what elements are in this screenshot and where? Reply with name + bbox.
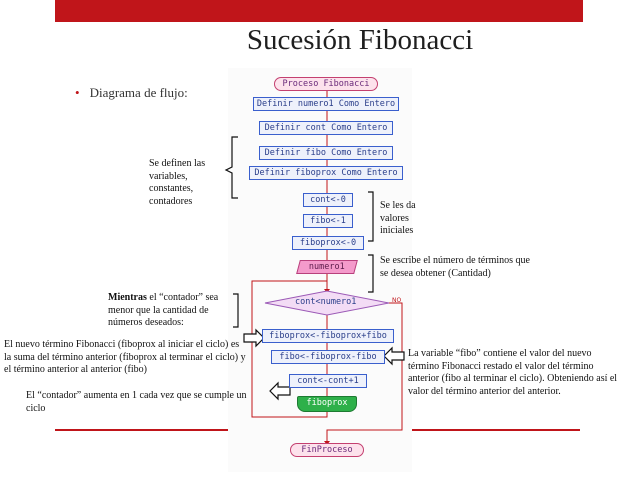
annotation-while: Mientras el “contador” sea menor que la … [108, 292, 234, 330]
annotation-while-keyword: Mientras [108, 292, 147, 303]
read-input-label: numero1 [308, 262, 345, 272]
top-accent-bar [55, 0, 583, 22]
assign-cont-box: cont<-0 [303, 193, 353, 207]
define-cont-box: Definir cont Como Entero [259, 121, 393, 135]
assign-fiboprox-box: fiboprox<-0 [292, 236, 364, 250]
subtract-step-box: fibo<-fiboprox-fibo [271, 350, 385, 364]
annotation-new-term: El nuevo término Fibonacci (fiboprox al … [4, 339, 246, 375]
bullet-dot-icon: • [75, 85, 80, 100]
define-fiboprox-box: Definir fiboprox Como Entero [249, 166, 403, 180]
annotation-fibo-variable: La variable “fibo” contiene el valor del… [408, 348, 618, 397]
bottom-divider-right [412, 429, 580, 431]
decision-label: cont<numero1 [295, 297, 357, 307]
output-box: fiboprox [297, 396, 357, 412]
counter-step-box: cont<-cont+1 [289, 374, 367, 388]
bullet-item: • Diagrama de flujo: [75, 85, 188, 101]
bottom-divider-left [55, 429, 230, 431]
end-node: FinProceso [290, 443, 364, 457]
annotation-while-text: el “contador” sea menor que la cantidad … [108, 292, 219, 328]
decision-no-label: NO [392, 297, 402, 304]
annotation-variables: Se definen las variables, constantes, co… [149, 158, 206, 207]
define-fibo-box: Definir fibo Como Entero [259, 146, 393, 160]
start-node: Proceso Fibonacci [274, 77, 378, 91]
bullet-text: Diagrama de flujo: [89, 85, 188, 100]
annotation-input: Se escribe el número de términos que se … [380, 255, 530, 279]
slide-title: Sucesión Fibonacci [246, 24, 474, 56]
read-input-box: numero1 [296, 260, 358, 274]
sum-step-box: fiboprox<-fiboprox+fibo [262, 329, 394, 343]
assign-fibo-box: fibo<-1 [303, 214, 353, 228]
annotation-initial-values: Se les da valores iniciales [380, 200, 416, 236]
annotation-counter: El “contador” aumenta en 1 cada vez que … [26, 390, 247, 414]
define-numero1-box: Definir numero1 Como Entero [253, 97, 399, 111]
